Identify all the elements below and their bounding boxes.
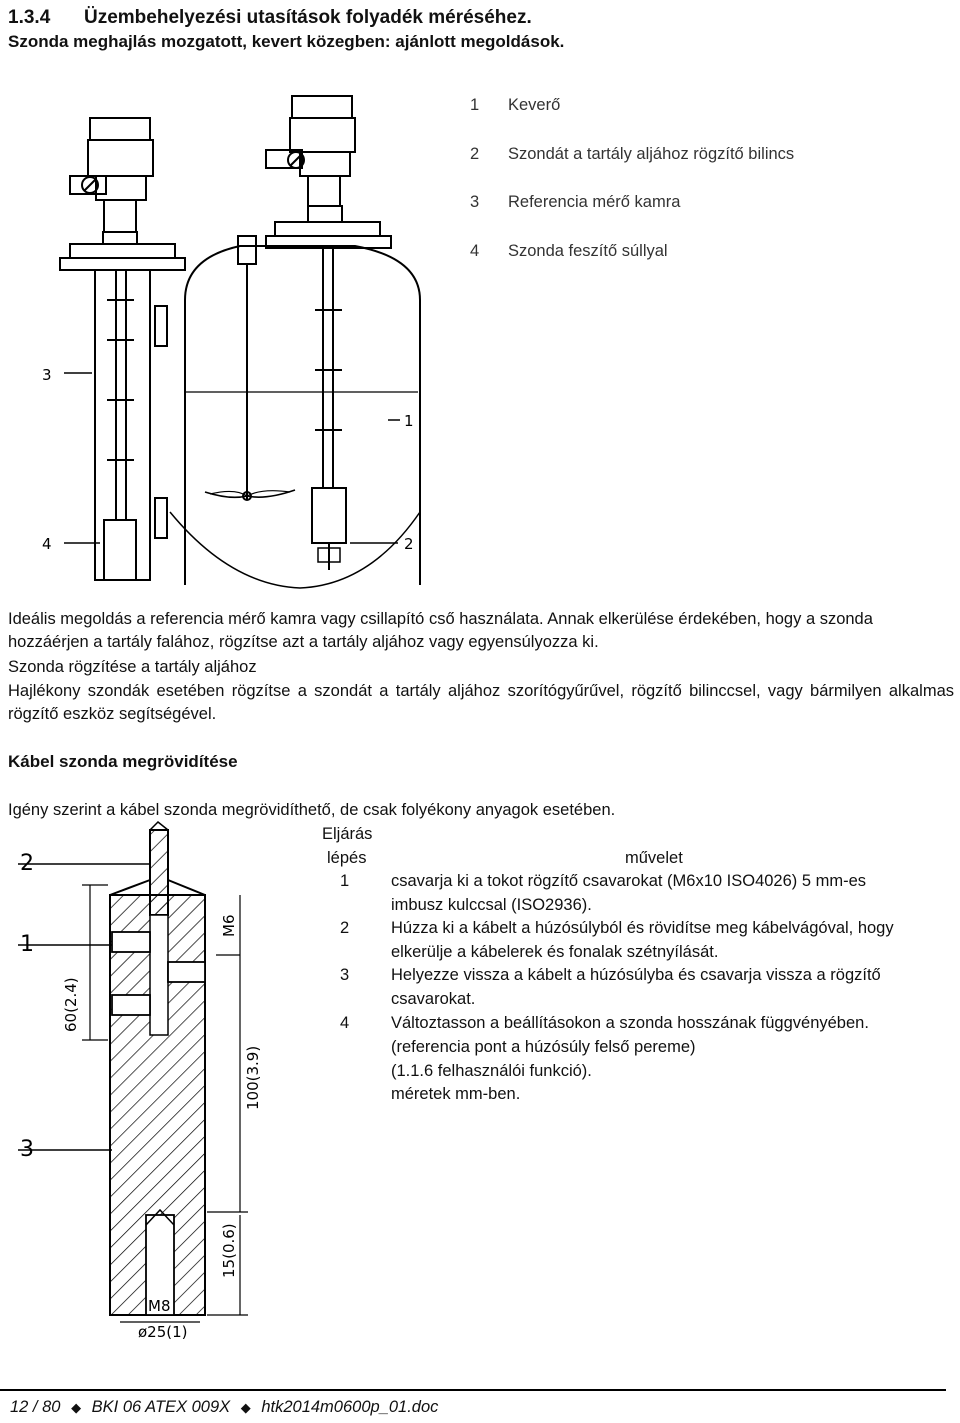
step-text: Változtasson a beállításokon a szonda ho… — [391, 1014, 869, 1032]
paragraph-fixing-text: Hajlékony szondák esetében rögzítse a sz… — [8, 682, 954, 723]
footer: 12 / 80 ◆ BKI 06 ATEX 009X ◆ htk2014m060… — [10, 1398, 438, 1417]
footer-document: htk2014m0600p_01.doc — [261, 1398, 439, 1416]
dimension-m8: M8 — [148, 1297, 171, 1315]
section-subtitle: Szonda meghajlás mozgatott, kevert közeg… — [8, 32, 565, 51]
dimension-15: 15(0.6) — [220, 1223, 238, 1278]
procedure-note-3: méretek mm-ben. — [391, 1085, 521, 1103]
footer-certificate: BKI 06 ATEX 009X — [91, 1398, 231, 1416]
paragraph-intro: Ideális megoldás a referencia mérő kamra… — [8, 610, 873, 651]
procedure-header-action: művelet — [625, 849, 683, 867]
section-title: Üzembehelyezési utasítások folyadék méré… — [84, 7, 532, 28]
procedure-note-1: (referencia pont a húzósúly felső pereme… — [391, 1038, 696, 1056]
tank-installation-figure: 3 4 1 2 — [42, 95, 421, 589]
dimension-100: 100(3.9) — [244, 1046, 262, 1110]
legend-number: 2 — [470, 145, 480, 163]
step-number: 3 — [340, 966, 350, 984]
figure1-callout-3: 3 — [42, 366, 52, 384]
legend-number: 4 — [470, 242, 480, 260]
legend-label: Referencia mérő kamra — [508, 193, 681, 211]
procedure-step-1: 1 csavarja ki a tokot rögzítő csavarokat… — [340, 870, 940, 918]
figure1-callout-1: 1 — [404, 412, 414, 430]
step-number: 2 — [340, 919, 350, 937]
procedure-step-3: 3 Helyezze vissza a kábelt a húzósúlyba … — [340, 964, 940, 1012]
procedure-step-4: 4 Változtasson a beállításokon a szonda … — [340, 1012, 940, 1036]
diamond-icon: ◆ — [240, 1400, 251, 1415]
dimension-m6: M6 — [220, 915, 238, 938]
legend-item-1: 1 Keverő — [470, 96, 910, 120]
section2-intro: Igény szerint a kábel szonda megrövidíth… — [8, 801, 616, 819]
section2-title: Kábel szonda megrövidítése — [8, 752, 238, 771]
dimension-60: 60(2.4) — [62, 977, 80, 1032]
diamond-icon: ◆ — [71, 1400, 82, 1415]
paragraph-fixing-heading: Szonda rögzítése a tartály aljához — [8, 658, 257, 676]
procedure-header-step-a: Eljárás — [322, 825, 373, 843]
legend-number: 1 — [470, 96, 480, 114]
step-number: 1 — [340, 872, 350, 890]
step-text: csavarja ki a tokot rögzítő csavarokat (… — [391, 872, 867, 914]
figure1-callout-4: 4 — [42, 535, 52, 553]
legend-label: Szonda feszítő súllyal — [508, 242, 668, 260]
procedure-note-2: (1.1.6 felhasználói funkció). — [391, 1062, 592, 1080]
legend-number: 3 — [470, 193, 480, 211]
step-text: Húzza ki a kábelt a húzósúlyból és rövid… — [391, 919, 894, 961]
figure2-callout-2: 2 — [20, 851, 34, 876]
figure2-callout-1: 1 — [20, 932, 34, 957]
section-number: 1.3.4 — [8, 7, 51, 28]
procedure-header-step-b: lépés — [327, 849, 367, 867]
legend-label: Keverő — [508, 96, 561, 114]
figure1-callout-2: 2 — [404, 535, 414, 553]
procedure-step-2: 2 Húzza ki a kábelt a húzósúlyból és röv… — [340, 917, 940, 965]
step-number: 4 — [340, 1014, 350, 1032]
footer-page: 12 / 80 — [10, 1398, 61, 1416]
legend-item-2: 2 Szondát a tartály aljához rögzítő bili… — [470, 145, 910, 169]
dimension-diameter-25: ø25(1) — [138, 1323, 188, 1341]
legend-item-4: 4 Szonda feszítő súllyal — [470, 242, 910, 266]
figure2-callout-3: 3 — [20, 1137, 34, 1162]
footer-rule — [0, 1389, 946, 1391]
probe-weight-drawing: 2 1 3 M6 60(2.4) 100(3.9) 15(0.6) M8 ø25… — [18, 820, 262, 1341]
legend-label: Szondát a tartály aljához rögzítő bilinc… — [508, 145, 795, 163]
legend-item-3: 3 Referencia mérő kamra — [470, 193, 910, 217]
step-text: Helyezze vissza a kábelt a húzósúlyba és… — [391, 966, 881, 1008]
